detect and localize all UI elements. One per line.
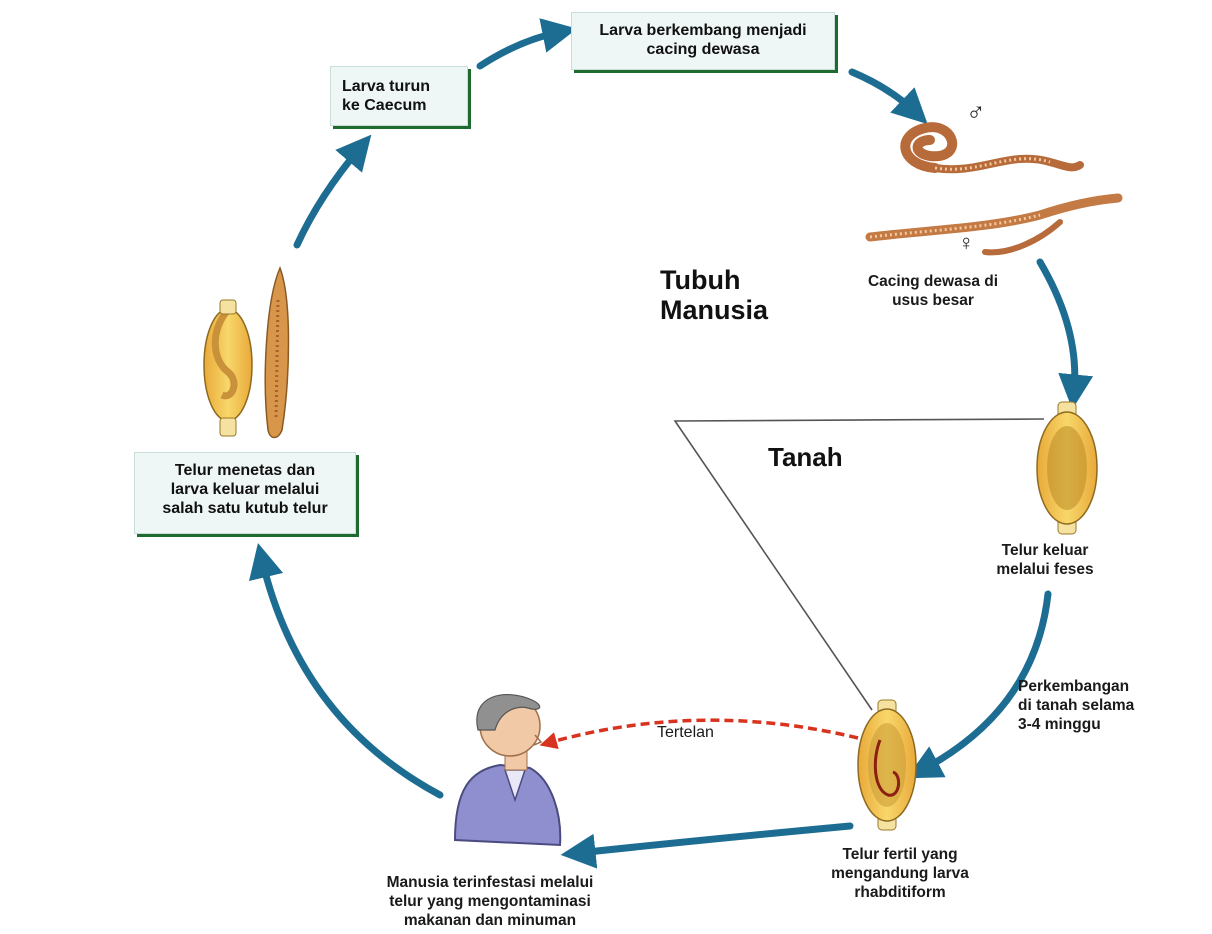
label-line: Telur fertil yang bbox=[815, 845, 985, 864]
male-worm-illustration bbox=[905, 127, 1080, 169]
label-line: Telur keluar bbox=[985, 541, 1105, 560]
region-label-soil: Tanah bbox=[768, 442, 843, 472]
female-symbol: ♀ bbox=[958, 230, 975, 256]
label-line: melalui feses bbox=[985, 560, 1105, 579]
arrow-worms-to-egg bbox=[1040, 262, 1075, 392]
label-line: telur yang mengontaminasi bbox=[355, 892, 625, 911]
step-line: larva keluar melalui bbox=[135, 480, 355, 499]
label-line: rhabditiform bbox=[815, 883, 985, 902]
label-line: mengandung larva bbox=[815, 864, 985, 883]
label-line: di tanah selama bbox=[1018, 696, 1134, 715]
label-line: 3-4 minggu bbox=[1018, 715, 1134, 734]
male-symbol: ♂ bbox=[966, 96, 986, 127]
label-line: Cacing dewasa di bbox=[848, 272, 1018, 291]
step-box-larva-caecum: Larva turun ke Caecum bbox=[330, 66, 468, 126]
region-line: Manusia bbox=[660, 295, 768, 325]
female-worm-illustration bbox=[870, 198, 1118, 252]
label-line: makanan dan minuman bbox=[355, 911, 625, 930]
arrow-soil-to-human bbox=[578, 826, 850, 853]
label-soil-development: Perkembangan di tanah selama 3-4 minggu bbox=[1018, 677, 1134, 734]
label-ingested: Tertelan bbox=[657, 723, 714, 742]
arrow-human-to-hatch bbox=[262, 560, 440, 795]
hatching-egg-illustration bbox=[204, 268, 289, 438]
step-line: Larva berkembang menjadi bbox=[572, 21, 834, 40]
step-box-larva-adult: Larva berkembang menjadi cacing dewasa bbox=[571, 12, 835, 70]
label-line: Perkembangan bbox=[1018, 677, 1134, 696]
label-human-infected: Manusia terinfestasi melalui telur yang … bbox=[355, 873, 625, 930]
step-line: salah satu kutub telur bbox=[135, 499, 355, 518]
egg-feces-illustration bbox=[1037, 402, 1097, 534]
human-illustration bbox=[455, 695, 560, 845]
arrow-caecum-to-adult bbox=[480, 32, 560, 66]
region-line: Tubuh bbox=[660, 265, 768, 295]
step-box-egg-hatch: Telur menetas dan larva keluar melalui s… bbox=[134, 452, 356, 534]
label-adult-worms: Cacing dewasa di usus besar bbox=[848, 272, 1018, 310]
label-line: usus besar bbox=[848, 291, 1018, 310]
arrow-hatch-to-caecum bbox=[297, 148, 360, 245]
region-label-human-body: Tubuh Manusia bbox=[660, 265, 768, 325]
label-egg-feces: Telur keluar melalui feses bbox=[985, 541, 1105, 579]
label-line: Manusia terinfestasi melalui bbox=[355, 873, 625, 892]
step-line: Larva turun bbox=[342, 77, 467, 96]
step-line: Telur menetas dan bbox=[135, 461, 355, 480]
arrow-adult-to-worms bbox=[852, 72, 915, 112]
fertile-egg-illustration bbox=[858, 700, 916, 830]
step-line: ke Caecum bbox=[342, 96, 467, 115]
label-fertile-egg: Telur fertil yang mengandung larva rhabd… bbox=[815, 845, 985, 902]
step-line: cacing dewasa bbox=[572, 40, 834, 59]
